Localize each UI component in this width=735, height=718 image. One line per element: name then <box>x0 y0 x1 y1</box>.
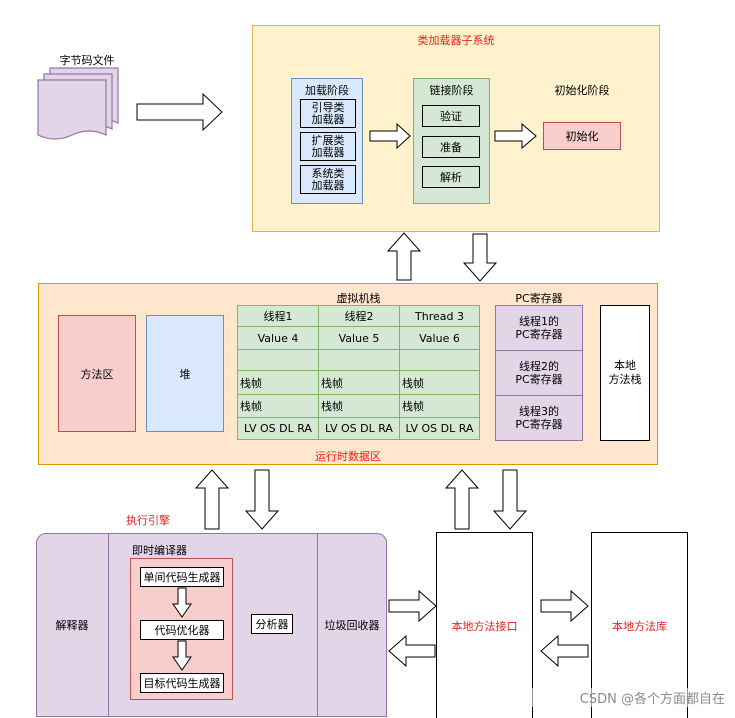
analyzer: 分析器 <box>251 614 293 634</box>
thread-1-value: Value 4 <box>237 326 319 350</box>
arrow-interface-to-runtime <box>444 469 480 530</box>
linking-phase-title: 链接阶段 <box>429 84 474 97</box>
thread-3-frame-parts: LV OS DL RA <box>399 417 480 440</box>
arrow-interface-to-library <box>540 589 589 623</box>
runtime-data-area-title: 运行时数据区 <box>315 450 381 463</box>
thread-1-frame-1: 栈帧 <box>237 370 319 395</box>
init-phase-title: 初始化阶段 <box>554 84 610 97</box>
arrow-runtime-to-engine <box>244 469 280 530</box>
resolve-step: 解析 <box>422 166 480 188</box>
code-optimizer: 代码优化器 <box>140 620 224 640</box>
heap: 堆 <box>146 315 224 432</box>
execution-engine-title: 执行引擎 <box>126 514 170 527</box>
bootstrap-class-loader: 引导类 加载器 <box>300 99 356 128</box>
arrow-loader-to-runtime <box>462 233 498 282</box>
arrow-jit-step-1-to-2 <box>172 587 192 618</box>
thread-2-frame-2: 栈帧 <box>318 394 400 418</box>
pc-register-thread-3: 线程3的 PC寄存器 <box>495 395 583 441</box>
single-code-generator: 单间代码生成器 <box>140 567 224 587</box>
pc-register-title: PC寄存器 <box>515 292 563 305</box>
thread-3-frame-1: 栈帧 <box>399 370 480 395</box>
pc-register-thread-2: 线程2的 PC寄存器 <box>495 350 583 396</box>
arrow-library-to-interface <box>540 634 589 668</box>
bytecode-files-label: 字节码文件 <box>59 54 115 67</box>
arrow-runtime-to-loader <box>386 232 422 281</box>
arrow-loading-to-linking <box>369 122 411 150</box>
garbage-collector: 垃圾回收器 <box>324 619 380 632</box>
arrow-linking-to-init <box>494 122 537 150</box>
jit-compiler-title: 即时编译器 <box>132 544 187 557</box>
extension-class-loader: 扩展类 加载器 <box>300 132 356 161</box>
arrow-jit-step-2-to-3 <box>172 640 192 671</box>
prepare-step: 准备 <box>422 136 480 158</box>
arrow-runtime-to-interface <box>492 469 528 530</box>
init-step: 初始化 <box>543 122 621 150</box>
class-loader-subsystem-title: 类加载器子系统 <box>417 34 495 47</box>
execution-engine-divider-1 <box>108 533 109 717</box>
interpreter: 解释器 <box>55 619 89 632</box>
arrow-bytecode-to-loader <box>136 92 223 132</box>
loading-phase-title: 加载阶段 <box>305 84 349 97</box>
thread-3-name: Thread 3 <box>399 305 480 327</box>
thread-2-frame-parts: LV OS DL RA <box>318 417 400 440</box>
arrow-interface-to-engine <box>388 634 436 668</box>
arrow-engine-to-runtime <box>194 469 230 530</box>
watermark: CSDN @各个方面都自在 <box>505 688 725 707</box>
linking-phase <box>413 78 490 204</box>
native-method-interface: 本地方法接口 <box>436 532 533 718</box>
thread-2-frame-1: 栈帧 <box>318 370 400 395</box>
native-method-stack: 本地 方法栈 <box>600 305 650 441</box>
native-method-library: 本地方法库 <box>591 532 688 718</box>
system-class-loader: 系统类 加载器 <box>300 165 356 194</box>
pc-register-thread-1: 线程1的 PC寄存器 <box>495 305 583 351</box>
target-code-generator: 目标代码生成器 <box>140 673 224 693</box>
arrow-engine-to-interface <box>388 589 437 623</box>
vm-stack-title: 虚拟机栈 <box>336 292 381 305</box>
thread-1-frame-2: 栈帧 <box>237 394 319 418</box>
execution-engine-divider-2 <box>317 533 318 717</box>
verify-step: 验证 <box>422 105 480 127</box>
method-area: 方法区 <box>58 315 136 432</box>
bytecode-files-icon <box>37 67 119 140</box>
thread-1-frame-parts: LV OS DL RA <box>237 417 319 440</box>
